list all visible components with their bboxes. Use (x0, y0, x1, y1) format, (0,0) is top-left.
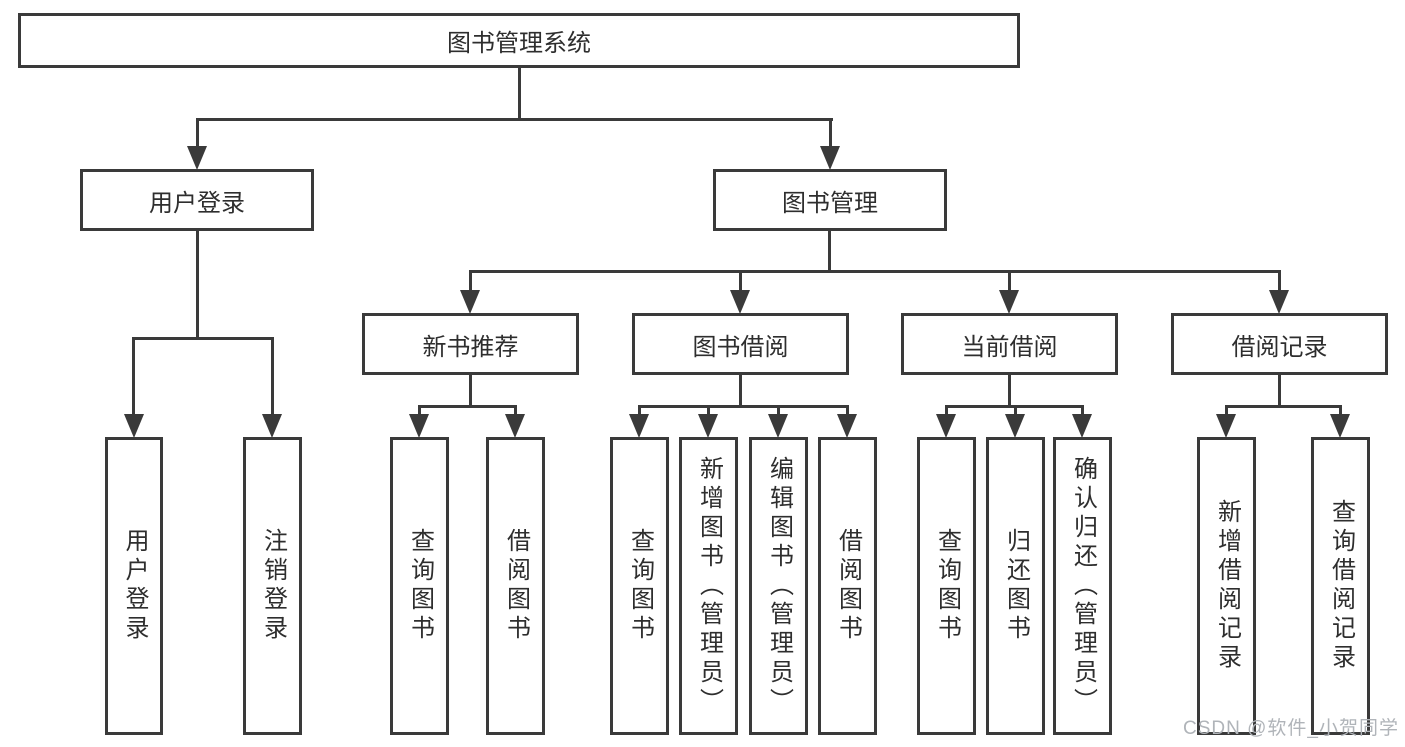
arrowhead-icon (629, 414, 649, 438)
leaf-label: 确认归还（管理员） (1069, 455, 1097, 717)
connector-arrow-stem (777, 405, 780, 417)
connector-arrow-stem (418, 405, 421, 417)
leaf-current-query-books: 查询图书 (917, 437, 976, 735)
arrowhead-icon (1072, 414, 1092, 438)
connector-arrow-stem (1278, 270, 1281, 292)
connector-arrow-stem (707, 405, 710, 417)
leaf-recommend-borrow-books: 借阅图书 (486, 437, 545, 735)
connector-root-stem (518, 66, 521, 120)
leaf-label: 新增借阅记录 (1213, 499, 1241, 673)
leaf-borrow-borrow-books: 借阅图书 (818, 437, 877, 735)
leaf-label: 查询图书 (406, 528, 434, 644)
connector-arrow-stem (196, 118, 199, 149)
connector-stem (739, 373, 742, 407)
arrowhead-icon (409, 414, 429, 438)
leaf-current-return-books: 归还图书 (986, 437, 1045, 735)
leaf-borrow-query-books: 查询图书 (610, 437, 669, 735)
connector-arrow-stem (739, 270, 742, 292)
connector-hbar (638, 405, 849, 408)
connector-arrow-stem (271, 337, 274, 417)
connector-arrow-stem (1225, 405, 1228, 417)
leaf-label: 编辑图书（管理员） (765, 455, 793, 717)
leaf-records-query-record: 查询借阅记录 (1311, 437, 1370, 735)
connector-arrow-stem (514, 405, 517, 417)
connector-mgmt-hbar (469, 270, 1281, 273)
arrowhead-icon (936, 414, 956, 438)
node-book-management: 图书管理 (713, 169, 947, 231)
leaf-label: 注销登录 (259, 528, 287, 644)
leaf-recommend-query-books: 查询图书 (390, 437, 449, 735)
leaf-label: 借阅图书 (502, 528, 530, 644)
connector-arrow-stem (132, 337, 135, 417)
leaf-label: 归还图书 (1002, 528, 1030, 644)
leaf-label: 查询图书 (933, 528, 961, 644)
arrowhead-icon (1005, 414, 1025, 438)
node-new-book-recommend: 新书推荐 (362, 313, 579, 375)
leaf-logout: 注销登录 (243, 437, 302, 735)
connector-root-hbar (196, 118, 833, 121)
leaf-label: 查询借阅记录 (1327, 499, 1355, 673)
connector-hbar (1225, 405, 1342, 408)
arrowhead-icon (698, 414, 718, 438)
node-book-borrowing: 图书借阅 (632, 313, 849, 375)
connector-stem (469, 373, 472, 407)
connector-arrow-stem (945, 405, 948, 417)
node-label: 图书管理 (782, 189, 878, 217)
node-label: 新书推荐 (422, 333, 519, 361)
leaf-user-login: 用户登录 (105, 437, 163, 735)
node-user-login: 用户登录 (80, 169, 314, 231)
leaf-borrow-add-books-admin: 新增图书（管理员） (679, 437, 738, 735)
arrowhead-icon (187, 146, 207, 170)
leaf-label: 查询图书 (626, 528, 654, 644)
connector-arrow-stem (1014, 405, 1017, 417)
arrowhead-icon (1216, 414, 1236, 438)
leaf-current-confirm-return-admin: 确认归还（管理员） (1053, 437, 1112, 735)
node-label: 借阅记录 (1231, 333, 1328, 361)
connector-arrow-stem (1339, 405, 1342, 417)
node-label: 当前借阅 (961, 333, 1058, 361)
connector-arrow-stem (638, 405, 641, 417)
watermark-text: CSDN @软件_小贺同学 (1183, 718, 1399, 739)
arrowhead-icon (730, 290, 750, 314)
leaf-label: 新增图书（管理员） (695, 455, 723, 717)
arrowhead-icon (505, 414, 525, 438)
leaf-borrow-edit-books-admin: 编辑图书（管理员） (749, 437, 808, 735)
node-root-label: 图书管理系统 (447, 30, 591, 57)
arrowhead-icon (460, 290, 480, 314)
node-label: 用户登录 (149, 189, 245, 217)
connector-login-hbar (132, 337, 273, 340)
node-current-borrowing: 当前借阅 (901, 313, 1118, 375)
connector-mgmt-stem (828, 229, 831, 272)
connector-arrow-stem (846, 405, 849, 417)
arrowhead-icon (999, 290, 1019, 314)
connector-arrow-stem (829, 118, 832, 149)
connector-arrow-stem (469, 270, 472, 292)
node-borrow-records: 借阅记录 (1171, 313, 1388, 375)
leaf-label: 借阅图书 (834, 528, 862, 644)
arrowhead-icon (837, 414, 857, 438)
node-root: 图书管理系统 (18, 13, 1020, 68)
leaf-label: 用户登录 (121, 528, 148, 644)
arrowhead-icon (768, 414, 788, 438)
connector-login-stem (196, 229, 199, 339)
arrowhead-icon (262, 414, 282, 438)
connector-stem (1278, 373, 1281, 407)
connector-arrow-stem (1008, 270, 1011, 292)
arrowhead-icon (1269, 290, 1289, 314)
arrowhead-icon (124, 414, 144, 438)
node-label: 图书借阅 (692, 333, 789, 361)
arrowhead-icon (820, 146, 840, 170)
connector-stem (1008, 373, 1011, 407)
connector-hbar (418, 405, 517, 408)
arrowhead-icon (1330, 414, 1350, 438)
leaf-records-add-record: 新增借阅记录 (1197, 437, 1256, 735)
connector-arrow-stem (1081, 405, 1084, 417)
